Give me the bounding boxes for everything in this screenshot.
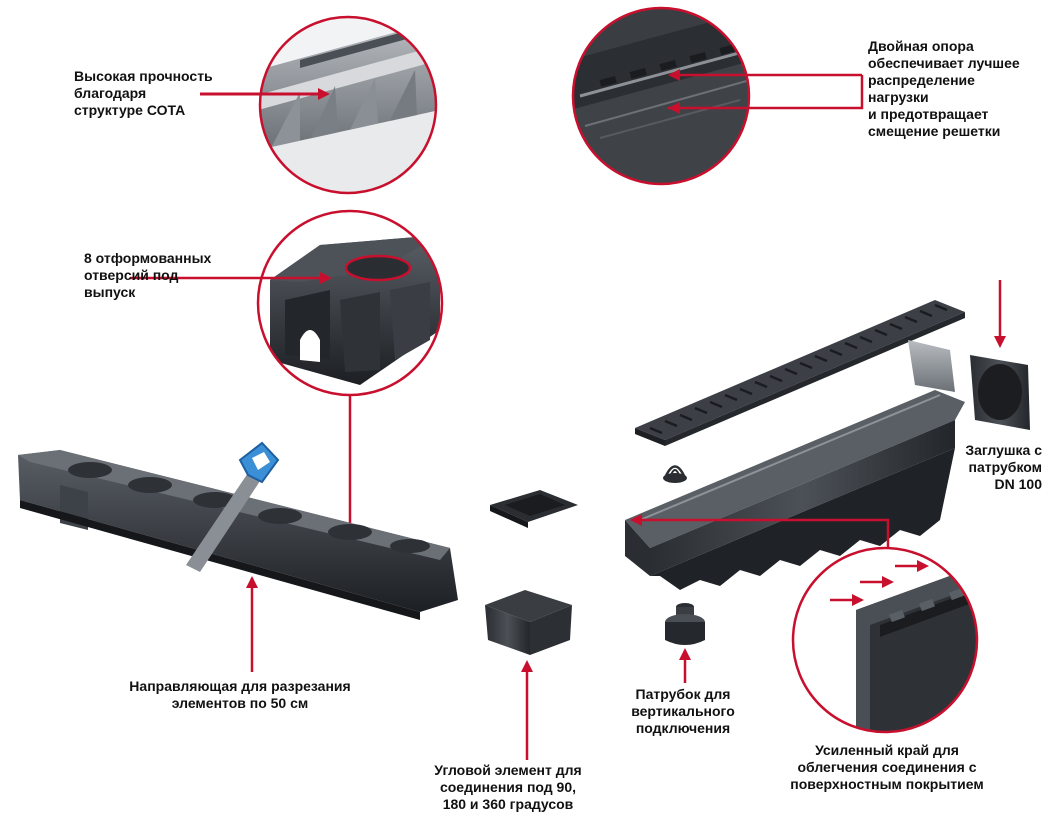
corner-grate bbox=[490, 490, 578, 528]
top-grate bbox=[635, 300, 965, 446]
label-vertical-outlet: Патрубок для вертикального подключения bbox=[631, 686, 735, 736]
reinforced-edge-callout-circle bbox=[791, 546, 979, 734]
saw-icon bbox=[186, 441, 280, 572]
reinforced-edge-closeup bbox=[793, 548, 977, 732]
label-corner-element: Угловой элемент для соединения под 90, 1… bbox=[434, 762, 582, 812]
honeycomb-callout-circle bbox=[258, 15, 438, 195]
label-molded-outlets: 8 отформованных отверсий под выпуск bbox=[84, 250, 212, 300]
outlet-closeup bbox=[258, 211, 442, 395]
label-end-cap: Заглушка с патрубком DN 100 bbox=[965, 442, 1042, 492]
label-cut-guide: Направляющая для разрезания элементов по… bbox=[129, 678, 351, 711]
vertical-outlet-part bbox=[665, 603, 705, 645]
label-double-support: Двойная опора обеспечивает лучшее распре… bbox=[868, 38, 1020, 139]
double-support-closeup bbox=[573, 8, 749, 184]
channel-long bbox=[18, 450, 458, 620]
double-support-bracket bbox=[668, 75, 864, 110]
label-reinforced-edge: Усиленный край для облегчения соединения… bbox=[790, 742, 984, 792]
reinforced-edge-arrows bbox=[830, 564, 920, 602]
label-honeycomb-strength: Высокая прочность благодаря структуре СО… bbox=[74, 68, 213, 118]
reinforced-edge-bracket bbox=[633, 518, 890, 560]
double-support-callout-circle bbox=[571, 6, 751, 186]
end-plate bbox=[908, 340, 955, 392]
corner-box bbox=[485, 590, 572, 655]
leaf-guard-icon bbox=[663, 465, 687, 483]
end-cap-with-outlet bbox=[970, 355, 1030, 430]
